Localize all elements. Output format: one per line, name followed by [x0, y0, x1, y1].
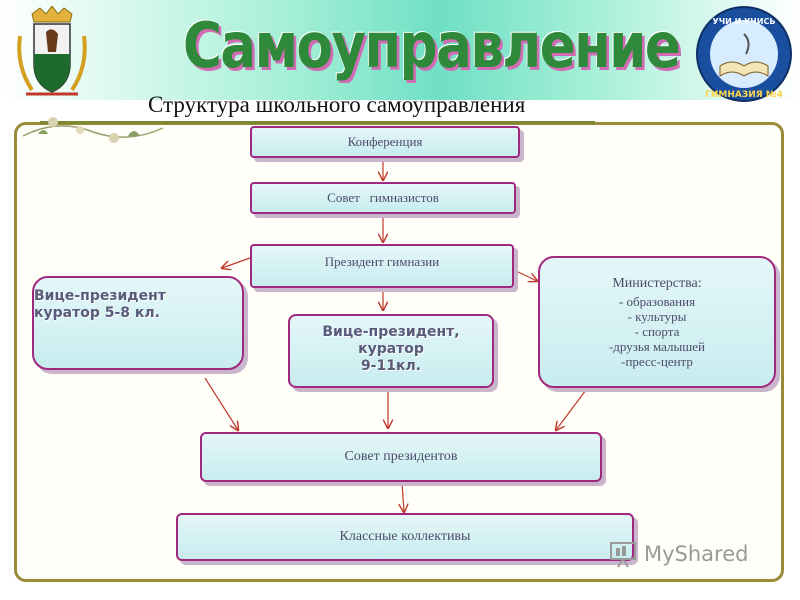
ministry-item: -пресс-центр [621, 353, 693, 369]
gymnasium-emblem-icon: УЧИ И УЧИСЬ ГИМНАЗИЯ №4 [696, 6, 792, 102]
vice-left-line2: куратор 5-8 кл. [34, 305, 160, 321]
vice-center-box: Вице-президент, куратор 9-11кл. [288, 314, 494, 388]
svg-text:УЧИ И УЧИСЬ: УЧИ И УЧИСЬ [713, 17, 776, 26]
ministry-item: - образования [618, 293, 696, 309]
page-subtitle: Структура школьного самоуправления [148, 92, 526, 117]
watermark-text: MyShared [644, 542, 749, 566]
council-box: Совет гимназистов [250, 182, 516, 214]
header-band [0, 0, 800, 100]
ministry-item: - спорта [634, 323, 680, 339]
myshared-watermark: MyShared [608, 538, 768, 570]
vice-left-box: Вице-президент куратор 5-8 кл. [32, 276, 244, 370]
subtitle-underline [40, 121, 595, 124]
conference-label: Конференция [347, 134, 423, 149]
floral-ornament-icon [22, 117, 164, 143]
ministry-item: -друзья малышей [608, 338, 706, 354]
presidents-council-box: Совет президентов [200, 432, 602, 482]
page-title: Самоуправление [182, 9, 681, 82]
ministry-item: - культуры [627, 308, 687, 324]
president-label: Президент гимназии [324, 254, 440, 269]
vice-center-line3: 9-11кл. [360, 358, 422, 374]
president-box: Президент гимназии [250, 244, 514, 288]
presentation-icon [610, 542, 636, 568]
svg-text:ГИМНАЗИЯ №4: ГИМНАЗИЯ №4 [705, 90, 783, 100]
coat-of-arms-icon [17, 6, 87, 96]
vice-center-line1: Вице-президент, [322, 324, 460, 340]
class-collectives-box: Классные коллективы [176, 513, 634, 561]
ministries-heading: Министерства: [612, 275, 702, 291]
class-collectives-label: Классные коллективы [339, 529, 471, 544]
ministries-box: Министерства: - образования - культуры -… [538, 256, 776, 388]
vice-center-line2: куратор [358, 341, 424, 357]
conference-box: Конференция [250, 126, 520, 158]
presidents-council-label: Совет президентов [344, 449, 458, 464]
council-label: Совет гимназистов [327, 190, 439, 205]
vice-left-line1: Вице-президент [34, 288, 166, 304]
